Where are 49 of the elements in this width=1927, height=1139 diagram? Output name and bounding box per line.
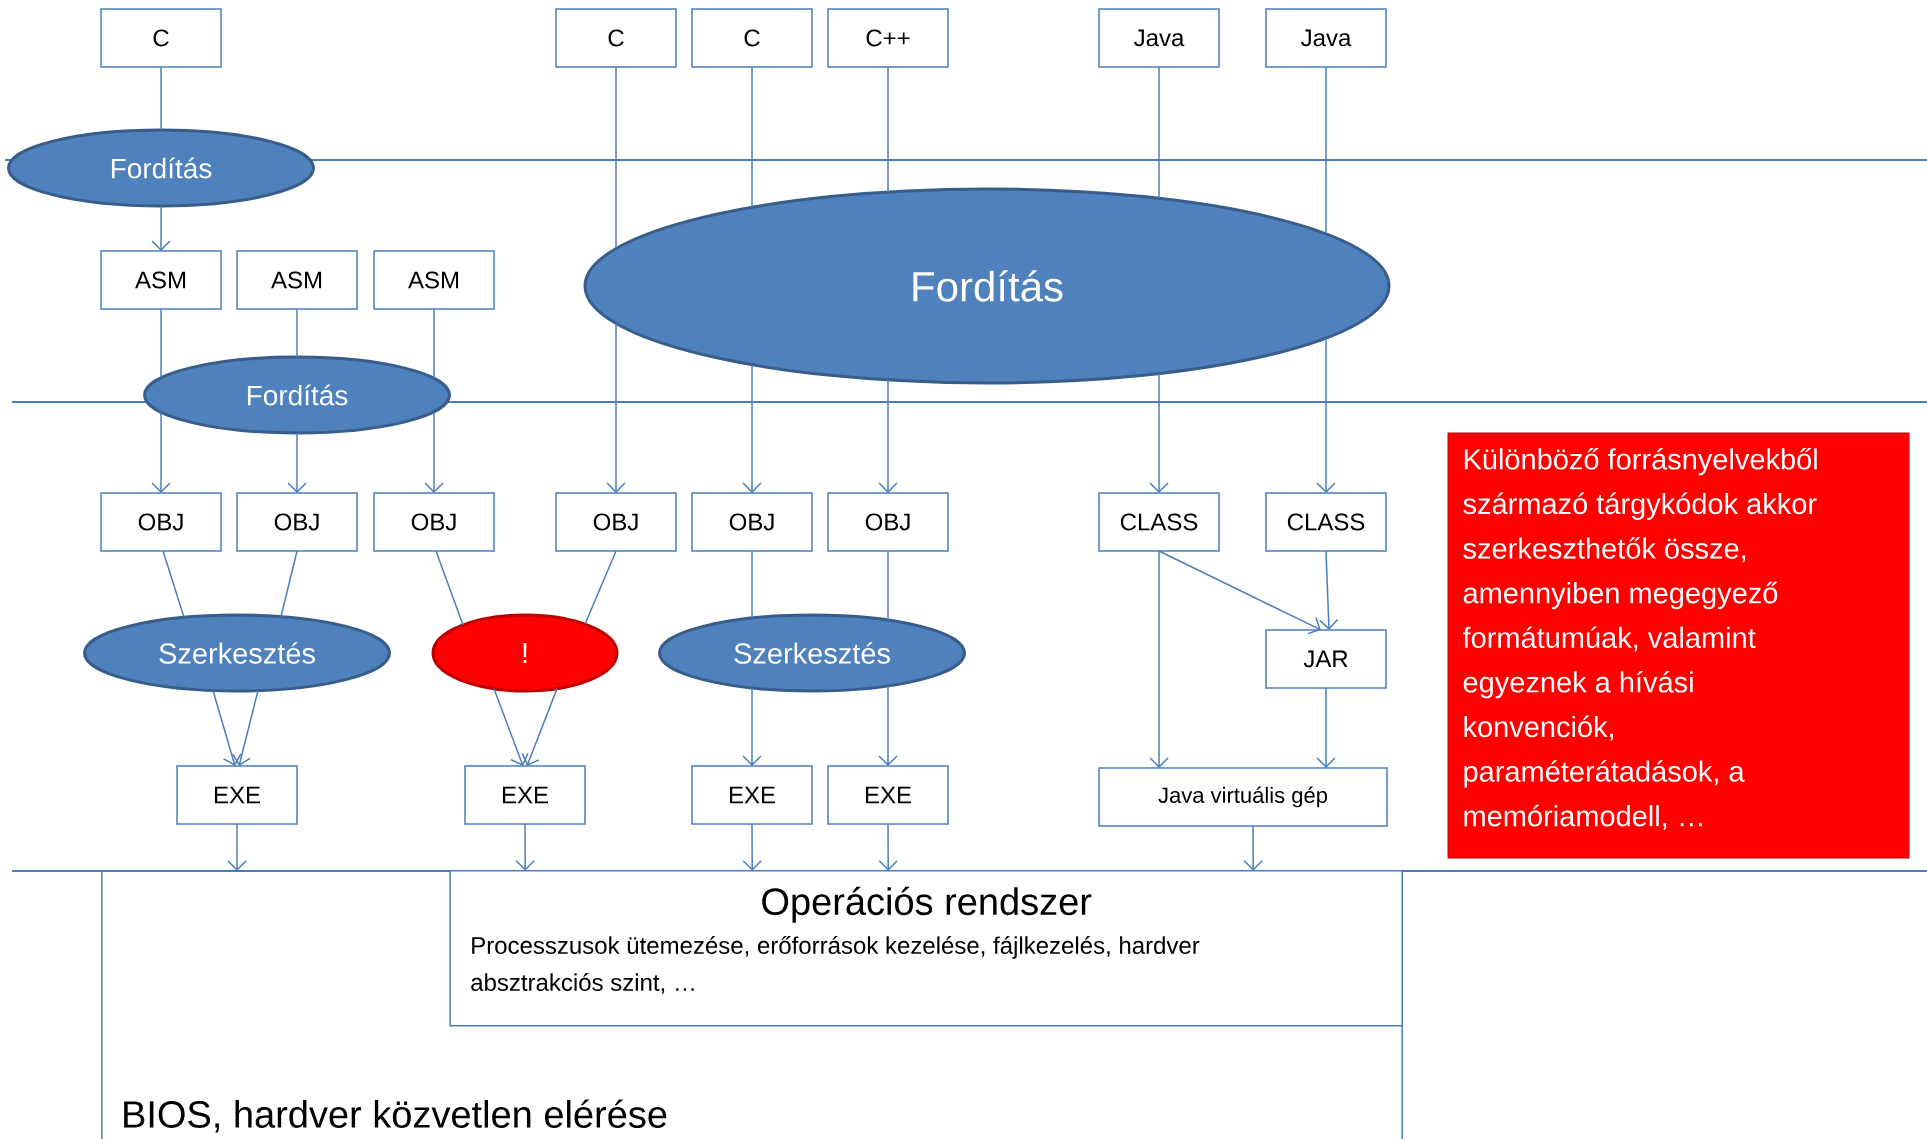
file-box: OBJ	[373, 492, 495, 552]
arrow	[287, 432, 307, 493]
arrow	[1316, 337, 1336, 493]
arrow	[878, 823, 898, 871]
arrow	[742, 823, 762, 871]
arrow	[606, 322, 626, 493]
file-box: OBJ	[691, 492, 813, 552]
file-box: CLASS	[1098, 492, 1220, 552]
arrow	[521, 687, 558, 766]
arrow	[742, 687, 762, 766]
file-box: ASM	[236, 250, 358, 310]
arrow	[151, 411, 171, 493]
file-box: C	[555, 8, 677, 68]
file-box: C++	[827, 8, 949, 68]
file-box: Java	[1098, 8, 1220, 68]
file-box: EXE	[464, 765, 586, 825]
arrow	[1149, 372, 1169, 493]
arrow	[1149, 550, 1169, 768]
arrow	[1318, 550, 1339, 630]
file-box: CLASS	[1265, 492, 1387, 552]
arrow	[493, 688, 529, 766]
arrow	[232, 689, 259, 766]
file-box: Java	[1265, 8, 1387, 68]
file-box: EXE	[827, 765, 949, 825]
file-box: C	[691, 8, 813, 68]
arrow	[878, 379, 898, 493]
os-box: Operációs rendszer Processzusok ütemezése, erőforrások kezelése, fájlkezelés, hardver absztrakciós szint, …	[449, 870, 1403, 1027]
file-box: OBJ	[100, 492, 222, 552]
file-box: EXE	[691, 765, 813, 825]
arrow	[1158, 550, 1321, 635]
file-box: JAR	[1265, 629, 1387, 689]
file-box: Java virtuális gép	[1098, 767, 1388, 827]
file-box: C	[100, 8, 222, 68]
file-box: ASM	[373, 250, 495, 310]
file-box: OBJ	[236, 492, 358, 552]
arrow	[742, 363, 762, 493]
arrow	[878, 685, 898, 766]
arrow	[515, 823, 535, 871]
file-box: EXE	[176, 765, 298, 825]
arrow	[151, 205, 171, 251]
arrow	[212, 689, 242, 766]
file-box: OBJ	[555, 492, 677, 552]
arrow	[424, 410, 444, 493]
arrow	[1316, 687, 1336, 768]
note-box: Különböző forrásnyelvekből származó tárgykódok akkor szerkeszthetők össze, amennyiben megegyező formátumúak, valamint egyeznek a hívási konvenciók, paraméterátadások, a memóriamodell, …	[1447, 432, 1910, 859]
file-box: OBJ	[827, 492, 949, 552]
arrow	[1243, 825, 1263, 871]
file-box: ASM	[100, 250, 222, 310]
arrow	[227, 823, 247, 871]
